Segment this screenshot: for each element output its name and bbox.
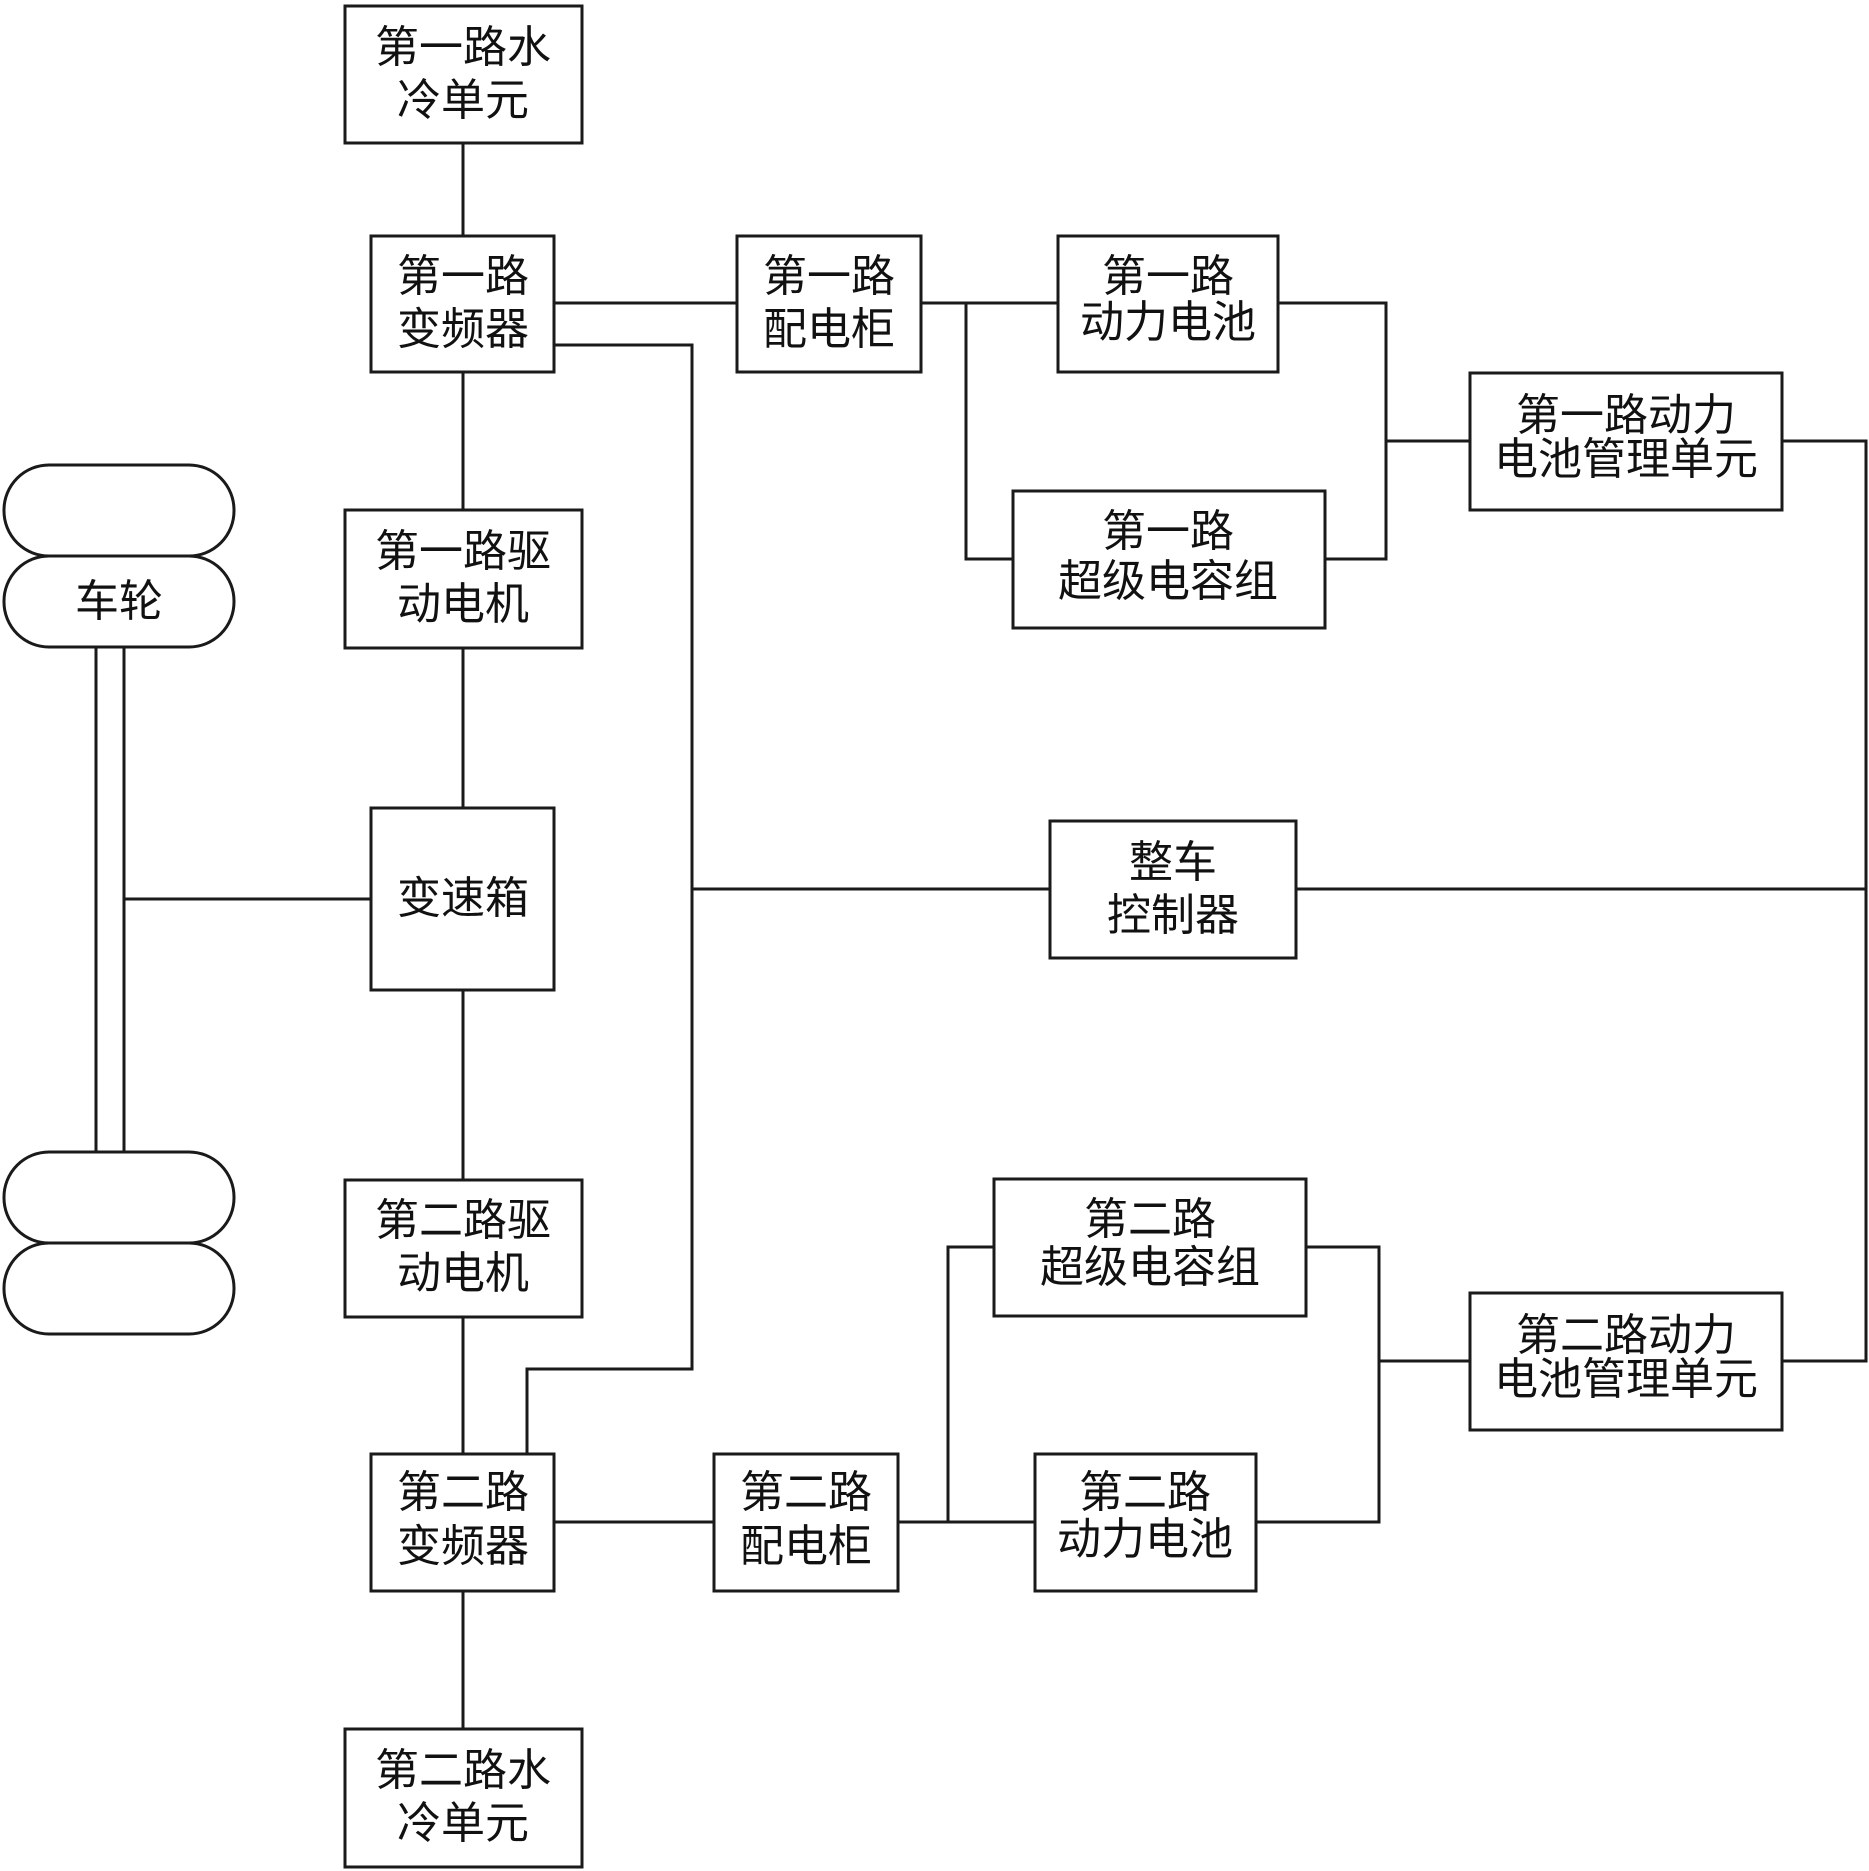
link-battery1-bms1 xyxy=(1278,301,1388,561)
distribution-cabinet-2: 第二路 配电柜 xyxy=(712,1452,900,1593)
power-battery-2-line2: 动力电池 xyxy=(1057,1514,1233,1565)
water-cooling-unit-1-line1: 第一路水 xyxy=(375,22,551,73)
drive-motor-1-line1: 第一路驱 xyxy=(375,526,551,577)
battery-management-unit-2: 第二路动力 电池管理单元 xyxy=(1468,1291,1784,1432)
inverter-1: 第一路 变频器 xyxy=(369,234,556,374)
distribution-cabinet-1-line1: 第一路 xyxy=(763,251,895,302)
battery-management-unit-2-line1: 第二路动力 xyxy=(1516,1310,1736,1361)
distribution-cabinet-2-line2: 配电柜 xyxy=(740,1521,872,1572)
battery-management-unit-1: 第一路动力 电池管理单元 xyxy=(1468,371,1784,512)
water-cooling-unit-1: 第一路水 冷单元 xyxy=(343,4,584,145)
gearbox: 变速箱 xyxy=(369,806,556,992)
distribution-cabinet-1-line2: 配电柜 xyxy=(763,304,895,355)
connections xyxy=(94,143,1868,1729)
gearbox-label: 变速箱 xyxy=(397,873,529,924)
wheel-top-outer xyxy=(2,463,236,558)
wheel-label: 车轮 xyxy=(75,576,163,627)
power-battery-1: 第一路 动力电池 xyxy=(1056,234,1280,374)
wheel-bottom-outer xyxy=(2,1241,236,1336)
battery-management-unit-2-line2: 电池管理单元 xyxy=(1494,1354,1758,1405)
power-battery-1-line2: 动力电池 xyxy=(1080,297,1256,348)
wheel-top-inner xyxy=(2,554,236,649)
supercapacitor-bank-1: 第一路 超级电容组 xyxy=(1011,489,1327,630)
drive-motor-2-line2: 动电机 xyxy=(397,1248,529,1299)
inverter-2-line1: 第二路 xyxy=(397,1467,529,1518)
power-battery-2-line1: 第二路 xyxy=(1079,1467,1211,1518)
drive-motor-2-line1: 第二路驱 xyxy=(375,1195,551,1246)
control-bus-bms xyxy=(1782,439,1868,1363)
power-battery-1-line1: 第一路 xyxy=(1102,251,1234,302)
battery-management-unit-1-line2: 电池管理单元 xyxy=(1494,434,1758,485)
battery-management-unit-1-line1: 第一路动力 xyxy=(1516,390,1736,441)
inverter-2: 第二路 变频器 xyxy=(369,1452,556,1593)
water-cooling-unit-2: 第二路水 冷单元 xyxy=(343,1727,584,1869)
inverter-1-line1: 第一路 xyxy=(397,251,529,302)
supercapacitor-bank-1-line1: 第一路 xyxy=(1102,506,1234,557)
supercapacitor-bank-2-line2: 超级电容组 xyxy=(1040,1242,1260,1293)
supercapacitor-bank-2-line1: 第二路 xyxy=(1084,1194,1216,1245)
drive-motor-2: 第二路驱 动电机 xyxy=(343,1178,584,1319)
supercapacitor-bank-2: 第二路 超级电容组 xyxy=(992,1177,1308,1318)
water-cooling-unit-2-line2: 冷单元 xyxy=(397,1798,529,1849)
wheel-bottom-inner xyxy=(2,1150,236,1245)
drive-motor-1-line2: 动电机 xyxy=(397,579,529,630)
drive-motor-1: 第一路驱 动电机 xyxy=(343,508,584,650)
control-bus-inverters xyxy=(525,343,694,1454)
supercapacitor-bank-1-line2: 超级电容组 xyxy=(1058,556,1278,607)
vehicle-controller: 整车 控制器 xyxy=(1048,819,1298,960)
inverter-1-line2: 变频器 xyxy=(397,304,529,355)
vehicle-controller-line1: 整车 xyxy=(1129,837,1217,888)
power-battery-2: 第二路 动力电池 xyxy=(1033,1452,1258,1593)
distribution-cabinet-1: 第一路 配电柜 xyxy=(735,234,923,374)
water-cooling-unit-2-line1: 第二路水 xyxy=(375,1745,551,1796)
water-cooling-unit-1-line2: 冷单元 xyxy=(397,75,529,126)
wheel-assembly: 车轮 xyxy=(2,463,236,1336)
link-cabinet2-supercap2 xyxy=(946,1245,994,1522)
link-battery2-bms2 xyxy=(1256,1245,1381,1524)
vehicle-controller-line2: 控制器 xyxy=(1107,890,1239,941)
distribution-cabinet-2-line1: 第二路 xyxy=(740,1467,872,1518)
link-cabinet1-supercap1 xyxy=(964,303,1013,561)
inverter-2-line2: 变频器 xyxy=(397,1521,529,1572)
